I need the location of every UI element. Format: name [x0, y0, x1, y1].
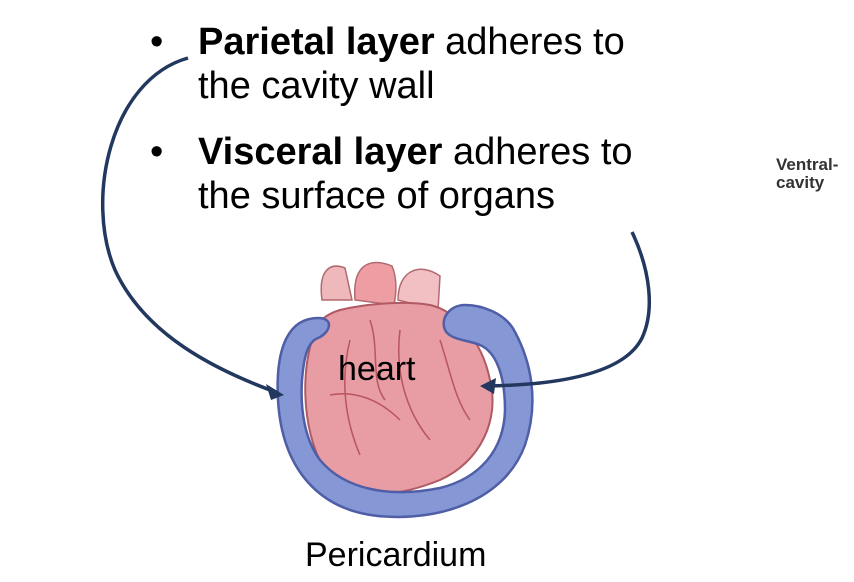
parietal-arrow [101, 56, 279, 395]
ventral-cavity-label: Ventral- cavity [776, 156, 838, 192]
heart-label: heart [338, 350, 416, 388]
figure-caption: Pericardium [305, 536, 487, 574]
bullet-visceral: • Visceral layer adheres to the surface … [150, 130, 710, 218]
ventral-label-line1: Ventral- [776, 155, 839, 174]
bullet-dot: • [150, 21, 164, 63]
parietal-text: adheres to [434, 21, 625, 63]
great-vessels [320, 261, 441, 311]
bullet-dot: • [150, 131, 164, 173]
visceral-arrow [484, 231, 652, 388]
connector-arrows [101, 56, 652, 395]
visceral-text: adheres to [442, 131, 633, 173]
visceral-arrowhead [480, 378, 496, 394]
visceral-text-line2: the surface of organs [198, 175, 555, 217]
pericardium-sac [276, 303, 534, 519]
parietal-term: Parietal layer [198, 21, 435, 63]
parietal-arrowhead [266, 384, 284, 400]
bullet-parietal: • Parietal layer adheres to the cavity w… [150, 20, 710, 108]
parietal-text-line2: the cavity wall [198, 65, 435, 107]
visceral-term: Visceral layer [198, 131, 443, 173]
ventral-label-line2: cavity [776, 173, 825, 192]
bullet-list: • Parietal layer adheres to the cavity w… [150, 20, 710, 240]
coronary-vessels [329, 319, 471, 456]
